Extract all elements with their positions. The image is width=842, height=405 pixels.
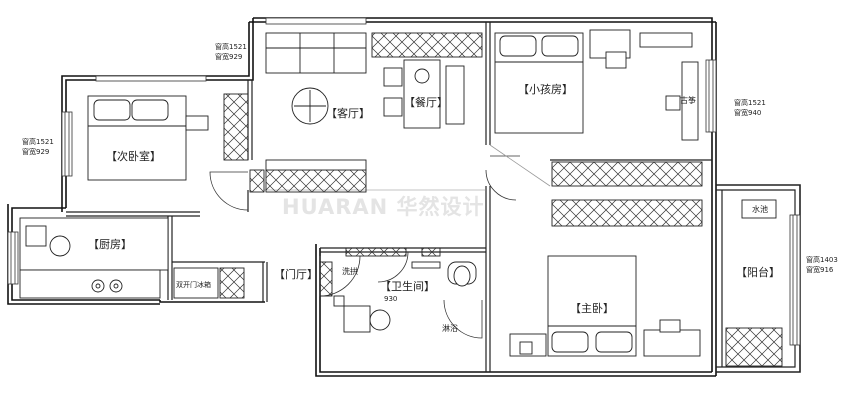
room-kids: 【小孩房】 <box>518 83 573 96</box>
label-laundry: 洗拱 <box>342 266 358 276</box>
dim-right-h: 窗高1521 <box>734 98 766 107</box>
room-foyer: 【门厅】 <box>274 267 318 281</box>
small-labels: 古筝 洗拱 淋浴 水池 双开门冰箱 930 <box>176 95 768 333</box>
dim-left-w: 窗宽929 <box>22 147 49 156</box>
room-master: 【主卧】 <box>570 302 614 315</box>
room-bathroom: 【卫生间】 <box>380 279 435 293</box>
cabinets <box>219 32 783 367</box>
furniture <box>19 29 777 357</box>
dim-left-h: 窗高1521 <box>22 137 54 146</box>
label-washbasin: 水池 <box>752 204 768 214</box>
watermark: HUARAN 华然设计 <box>282 195 485 219</box>
room-second-bedroom: 【次卧室】 <box>106 149 161 163</box>
dim-top-left-w: 窗宽929 <box>215 52 242 61</box>
label-shower: 淋浴 <box>442 323 458 333</box>
dim-right-w: 窗宽940 <box>734 108 761 117</box>
windows <box>7 17 801 346</box>
dimension-notes: 窗高1521 窗宽929 窗高1521 窗宽929 窗高1521 窗宽940 窗… <box>22 42 838 274</box>
room-kitchen: 【厨房】 <box>88 238 132 251</box>
dim-far-right-w: 窗宽916 <box>806 265 834 274</box>
dim-top-left-h: 窗高1521 <box>215 42 247 51</box>
room-living: 【客厅】 <box>326 106 370 120</box>
room-labels: 【次卧室】 【客厅】 【餐厅】 【小孩房】 【厨房】 【门厅】 【卫生间】 【主… <box>88 83 780 315</box>
room-dining: 【餐厅】 <box>404 95 448 109</box>
label-fridge: 双开门冰箱 <box>176 280 211 289</box>
room-balcony: 【阳台】 <box>736 265 780 279</box>
doors <box>209 144 551 339</box>
label-guzheng: 古筝 <box>680 95 696 105</box>
label-bath-width: 930 <box>384 295 397 303</box>
dim-far-right-h: 窗高1403 <box>806 255 838 264</box>
